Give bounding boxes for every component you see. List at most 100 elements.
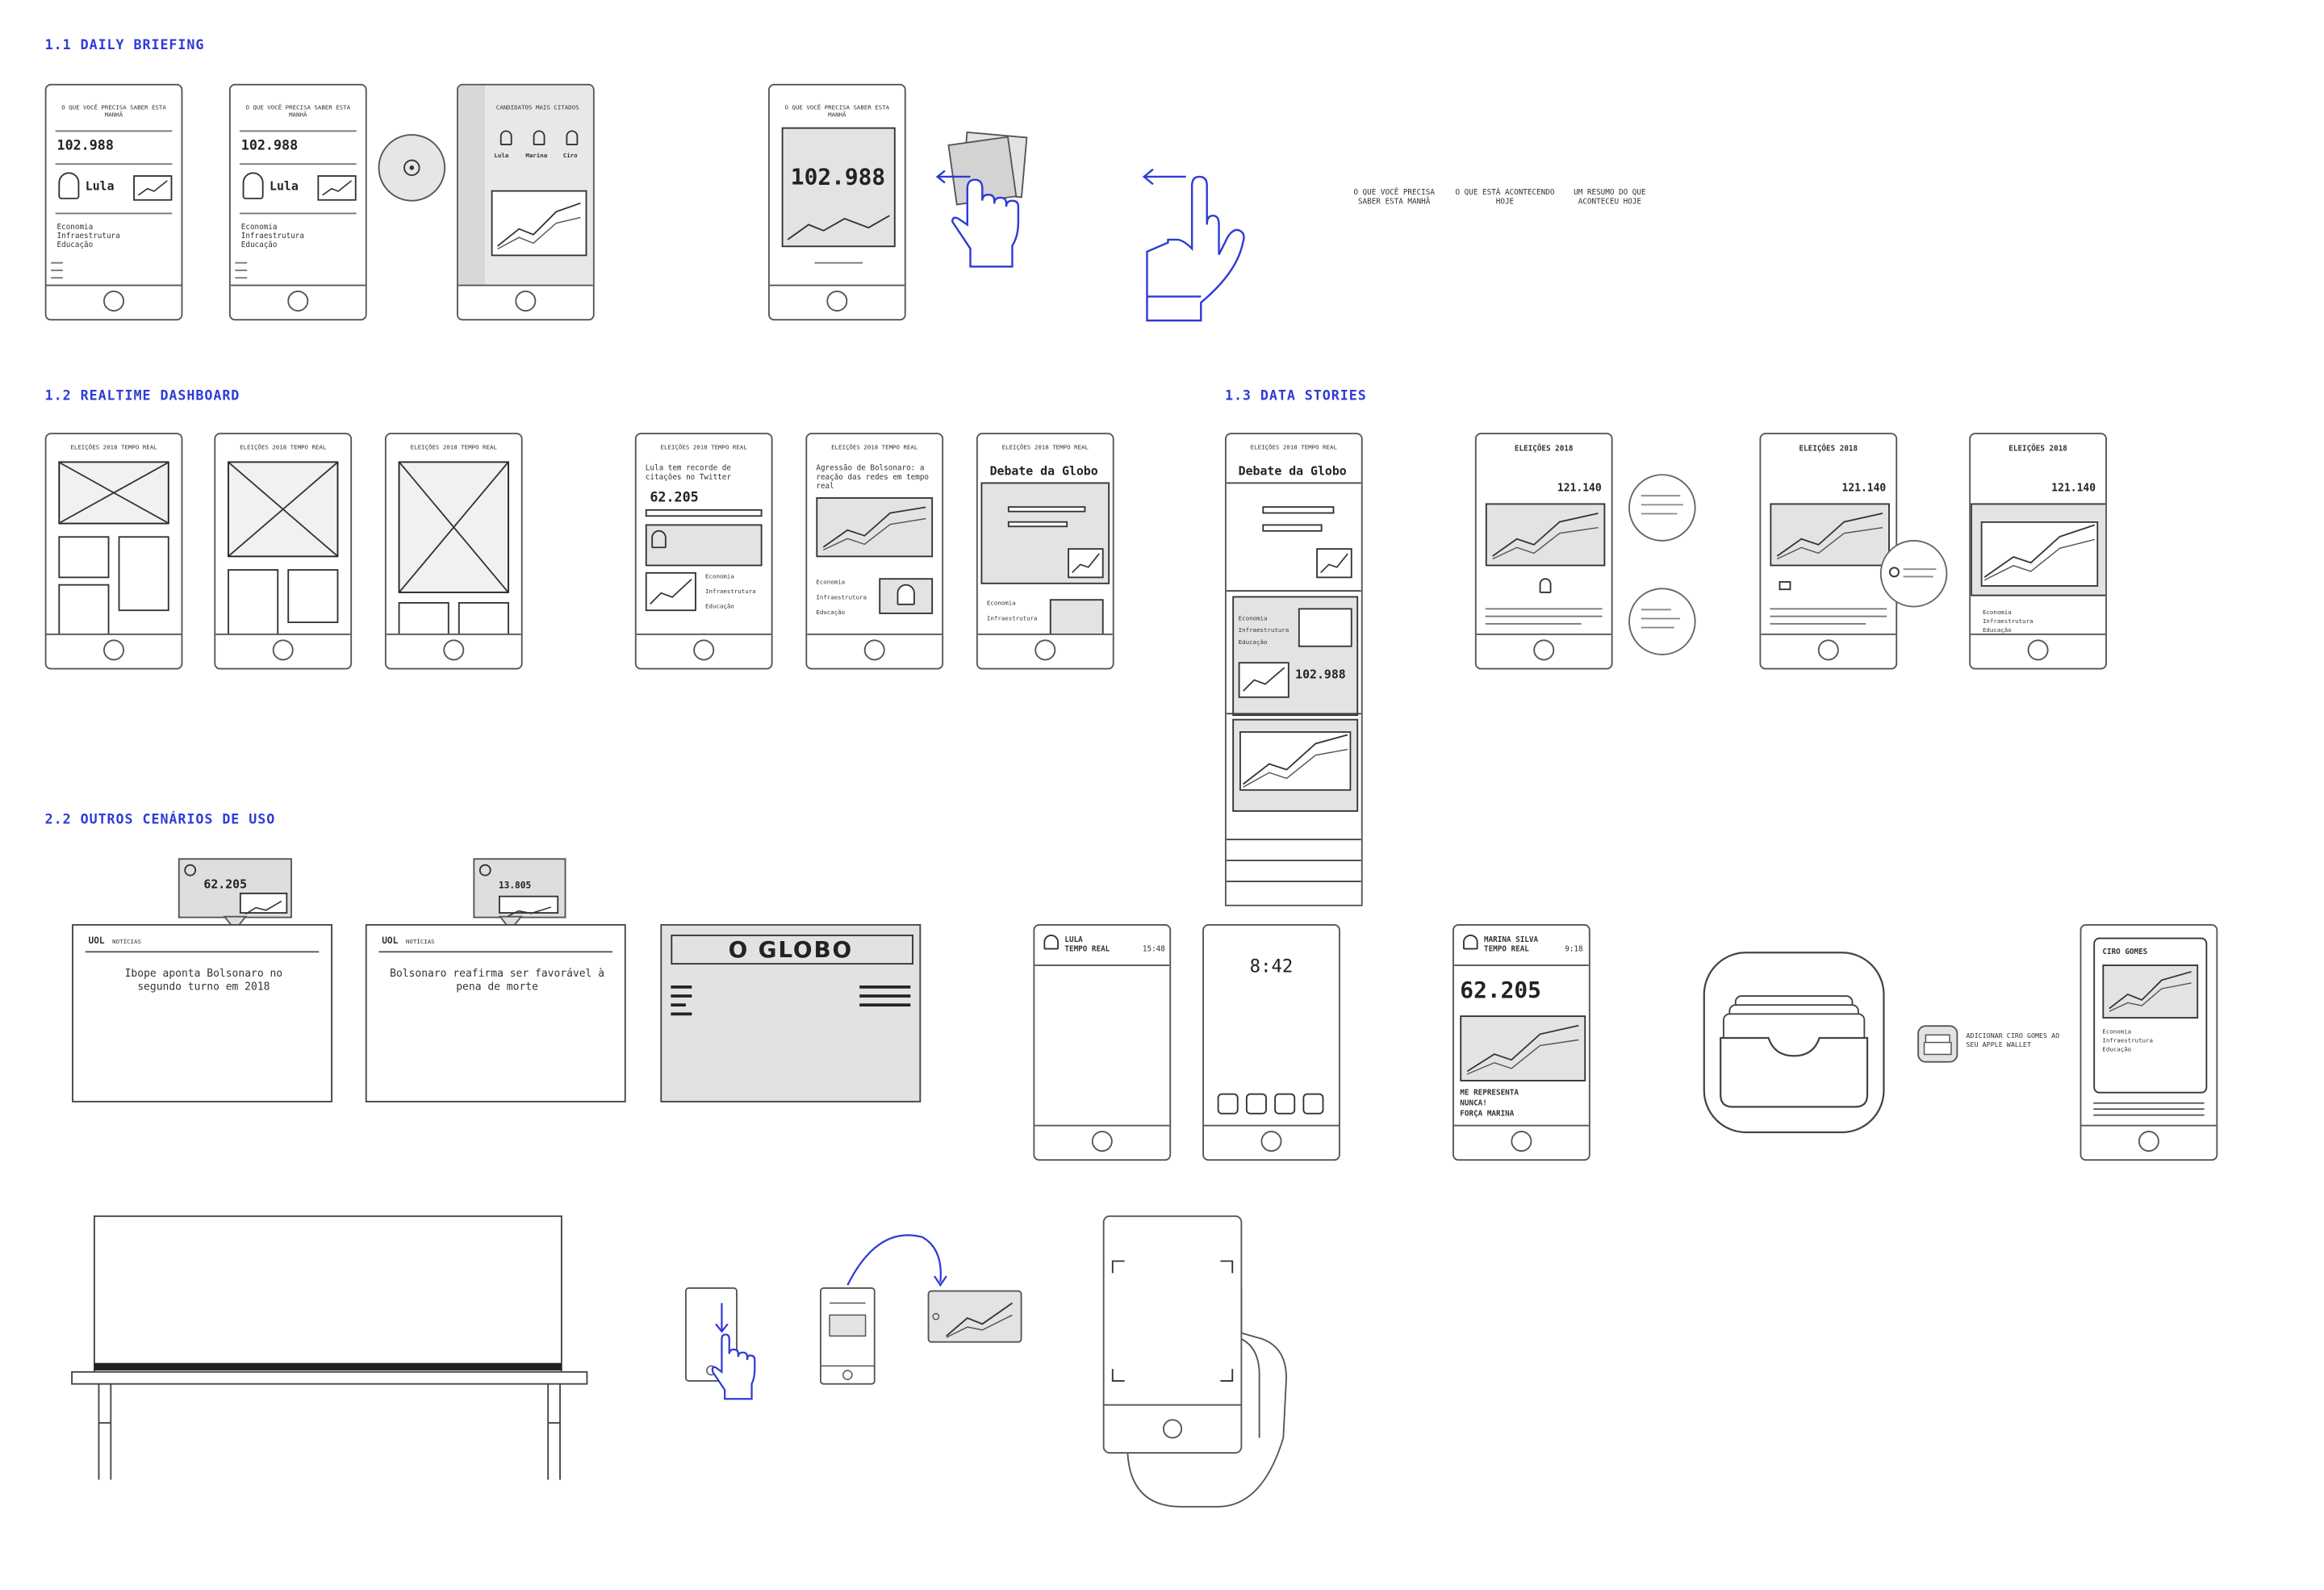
briefing-phone-cited: CANDIDATOS MAIS CITADOS Lula Marina Ciro xyxy=(456,83,595,321)
dashboard-layout-a: ELEIÇÕES 2018 TEMPO REAL xyxy=(44,433,183,670)
story-phone-2: ELEIÇÕES 2018 121.140 xyxy=(1759,433,1898,670)
tooltip-widget-1: 62.205 xyxy=(178,858,292,918)
briefing-title: O QUE VOCÊ PRECISA SABER ESTA MANHÃ xyxy=(61,103,166,119)
briefing-title-2: O QUE VOCÊ PRECISA SABER ESTA MANHÃ xyxy=(245,103,351,119)
section-outros-cenarios: 2.2 OUTROS CENÁRIOS DE USO xyxy=(44,813,276,829)
story-topic-0: Economia xyxy=(1982,608,2012,616)
briefing-title-4: O QUE VOCÊ PRECISA SABER ESTA MANHÃ xyxy=(784,103,890,119)
briefing-topic-2: Educação xyxy=(56,241,94,250)
story-value: 121.140 xyxy=(2051,482,2096,495)
dashboard-header: ELEIÇÕES 2018 TEMPO REAL xyxy=(410,443,497,451)
notif-sub: TEMPO REAL xyxy=(1064,944,1110,955)
marina-phone: MARINA SILVA TEMPO REAL 9:18 62.205 ME R… xyxy=(1452,923,1590,1161)
section-daily-briefing: 1.1 DAILY BRIEFING xyxy=(44,39,205,54)
cited-name-1: Marina xyxy=(525,151,548,159)
avatar xyxy=(58,172,80,199)
briefing-topic-2: Educação xyxy=(240,241,278,250)
story-annotation-bubbles xyxy=(1628,474,1696,655)
notif-time: 15:48 xyxy=(1142,944,1165,955)
story-title: ELEIÇÕES 2018 xyxy=(1514,445,1574,454)
wallet-topic-0: Economia xyxy=(2102,1027,2132,1036)
uol-section: NOTÍCIAS xyxy=(405,937,435,945)
avatar xyxy=(242,172,264,199)
lula-headline: Lula tem recorde de citações no Twitter xyxy=(645,464,731,483)
phone-to-tv-illustration xyxy=(819,1234,1022,1385)
home-button[interactable] xyxy=(826,291,848,312)
dash-topic-1: Infraestrutura xyxy=(816,592,867,601)
briefing-big-value: 102.988 xyxy=(790,163,886,190)
story-title: ELEIÇÕES 2018 xyxy=(2008,445,2067,454)
home-button[interactable] xyxy=(272,639,294,661)
oglobo-page: O GLOBO xyxy=(660,923,922,1103)
wallet-small-icon[interactable] xyxy=(1916,1024,1958,1063)
swipe-screen-label-2: UM RESUMO DO QUE ACONTECEU HOJE xyxy=(1574,188,1646,207)
swipe-left-hand-icon xyxy=(1142,168,1245,322)
wallet-card-title: CIRO GOMES xyxy=(2102,948,2148,957)
dashboard-header: ELEIÇÕES 2018 TEMPO REAL xyxy=(240,443,327,451)
home-button[interactable] xyxy=(1533,639,1555,661)
home-button[interactable] xyxy=(515,291,537,312)
briefing-phone-2: O QUE VOCÊ PRECISA SABER ESTA MANHÃ 102.… xyxy=(228,83,367,321)
swipe-screen-label-0: O QUE VOCÊ PRECISA SABER ESTA MANHÃ xyxy=(1353,188,1435,207)
dashboard-bolsonaro: ELEIÇÕES 2018 TEMPO REAL Agressão de Bol… xyxy=(805,433,944,670)
dash-topic-1: Infraestrutura xyxy=(705,587,756,595)
story-dash-value: 102.988 xyxy=(1295,667,1346,682)
tooltip-widget-2: 13.805 xyxy=(473,858,566,918)
home-button[interactable] xyxy=(103,291,125,312)
marina-phrase-2: FORÇA MARINA xyxy=(1460,1110,1515,1119)
tooltip-value-1: 62.205 xyxy=(203,877,248,892)
home-button[interactable] xyxy=(1035,639,1056,661)
briefing-topic-1: Infraestrutura xyxy=(56,232,120,241)
notif-name: LULA xyxy=(1064,935,1083,945)
briefing-candidate: Lula xyxy=(85,179,115,194)
home-button[interactable] xyxy=(2027,639,2049,661)
home-button[interactable] xyxy=(2138,1131,2159,1153)
home-button[interactable] xyxy=(693,639,715,661)
marina-name: MARINA SILVA xyxy=(1483,935,1539,945)
wallet-pass-phone: CIRO GOMES Economia Infraestrutura Educa… xyxy=(2079,923,2218,1161)
home-button[interactable] xyxy=(443,639,465,661)
tap-target-icon xyxy=(378,134,446,202)
home-button[interactable] xyxy=(1260,1131,1282,1153)
notification-phone: LULA TEMPO REAL 15:48 xyxy=(1033,923,1172,1161)
wallet-topic-1: Infraestrutura xyxy=(2102,1036,2153,1044)
dashboard-lula: ELEIÇÕES 2018 TEMPO REAL Lula tem record… xyxy=(634,433,773,670)
tooltip-value-2: 13.805 xyxy=(498,881,532,892)
home-button[interactable] xyxy=(1817,639,1839,661)
story-topic-2: Educação xyxy=(1982,626,2012,634)
home-button[interactable] xyxy=(103,639,125,661)
dashboard-header: ELEIÇÕES 2018 TEMPO REAL xyxy=(831,443,918,451)
dash-topic-1: Infraestrutura xyxy=(986,613,1038,622)
dash-topic-2: Educação xyxy=(816,608,846,616)
story-topic-1: Infraestrutura xyxy=(1238,626,1289,634)
story-phone-1: ELEIÇÕES 2018 121.140 xyxy=(1474,433,1613,670)
story-topic-2: Educação xyxy=(1238,638,1268,646)
story-title: ELEIÇÕES 2018 xyxy=(1799,445,1858,454)
dash-topic-0: Economia xyxy=(816,578,846,586)
lula-value: 62.205 xyxy=(650,491,699,507)
home-button[interactable] xyxy=(1511,1131,1532,1153)
lock-time: 8:42 xyxy=(1249,955,1294,977)
cited-name-0: Lula xyxy=(494,151,509,159)
wallet-app-icon xyxy=(1703,952,1885,1134)
hand-holding-phone-illustration xyxy=(1102,1215,1287,1508)
briefing-topic-0: Economia xyxy=(240,223,278,232)
briefing-topic-1: Infraestrutura xyxy=(240,232,304,241)
uol-headline-1: Ibope aponta Bolsonaro no segundo turno … xyxy=(124,967,283,994)
swipe-cards-hand-icon xyxy=(935,131,1028,268)
home-button[interactable] xyxy=(1091,1131,1113,1153)
uol-article-2: UOL NOTÍCIAS Bolsonaro reafirma ser favo… xyxy=(365,923,626,1103)
cited-name-2: Ciro xyxy=(562,151,578,159)
uol-logo: UOL xyxy=(382,935,399,947)
home-button[interactable] xyxy=(863,639,885,661)
story-tap-bubble xyxy=(1879,539,1948,608)
phone-tap-hand-icon xyxy=(684,1287,756,1400)
marina-sub: TEMPO REAL xyxy=(1483,944,1529,955)
marina-time: 9:18 xyxy=(1565,944,1583,955)
dashboard-layout-c: ELEIÇÕES 2018 TEMPO REAL xyxy=(384,433,523,670)
dash-topic-0: Economia xyxy=(986,599,1016,607)
lockscreen-phone: 8:42 xyxy=(1202,923,1340,1161)
briefing-topic-0: Economia xyxy=(56,223,94,232)
dashboard-debate: ELEIÇÕES 2018 TEMPO REAL Debate da Globo… xyxy=(976,433,1114,670)
home-button[interactable] xyxy=(287,291,309,312)
